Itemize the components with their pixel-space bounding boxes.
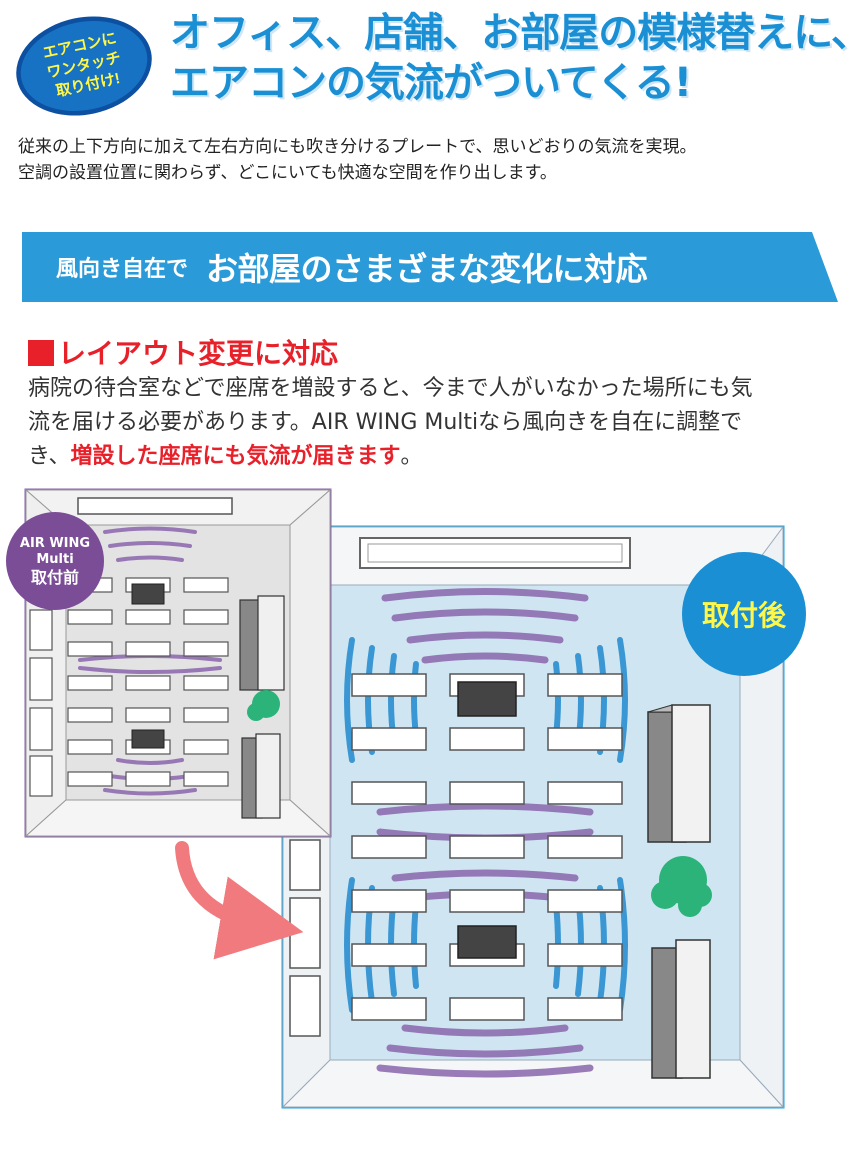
before-label-line-1: AIR WING [19,536,91,551]
before-label-line-3: 取付前 [30,568,79,587]
section-title: レイアウト変更に対応 [28,332,338,372]
section-body: 病院の待合室などで座席を増設すると、今まで人がいなかった場所にも気 流を届ける必… [28,372,853,474]
after-label-text: 取付後 [701,599,786,632]
headline-line-1: オフィス、店舗、お部屋の模様替えに、 [170,10,860,56]
section-body-line-3-prefix: き、 [28,444,71,469]
headline-line-2: エアコンの気流がついてくる! [170,60,692,106]
intro-text: 従来の上下方向に加えて左右方向にも吹き分けるプレートで、思いどおりの気流を実現。… [18,134,858,186]
banner-small-text: 風向き自在で [56,257,189,282]
section-body-line-2: 流を届ける必要があります。AIR WING Multiなら風向きを自在に調整で [28,410,743,435]
headline: オフィス、店舗、お部屋の模様替えに、 エアコンの気流がついてくる! [170,8,860,108]
intro-line-1: 従来の上下方向に加えて左右方向にも吹き分けるプレートで、思いどおりの気流を実現。 [18,137,697,157]
section-body-emphasis: 増設した座席にも気流が届きます [70,444,401,469]
intro-line-2: 空調の設置位置に関わらず、どこにいても快適な空間を作り出します。 [18,163,557,183]
banner: 風向き自在で お部屋のさまざまな変化に対応 [56,232,648,302]
one-touch-badge: エアコンに ワンタッチ 取り付け! [13,13,155,119]
transition-arrow-icon [175,841,304,960]
air-conditioner-icon [131,729,165,749]
after-label: 取付後 [682,552,806,676]
banner-background [22,232,838,302]
before-seats [67,577,229,787]
before-room [24,488,332,838]
air-conditioner-icon [457,681,517,717]
section-body-line-1: 病院の待合室などで座席を増設すると、今まで人がいなかった場所にも気 [28,376,753,401]
section-marker-icon [28,340,54,366]
before-label-line-2: Multi [36,552,74,567]
section-title-text: レイアウト変更に対応 [58,337,339,370]
section-body-line-3: き、増設した座席にも気流が届きます。 [28,440,853,474]
after-seats [351,673,623,1021]
air-conditioner-icon [457,925,517,959]
banner-title: お部屋のさまざまな変化に対応 [206,250,648,288]
before-label: AIR WING Multi 取付前 [6,512,104,610]
air-conditioner-icon [131,583,165,605]
section-body-line-3-suffix: 。 [400,444,423,469]
